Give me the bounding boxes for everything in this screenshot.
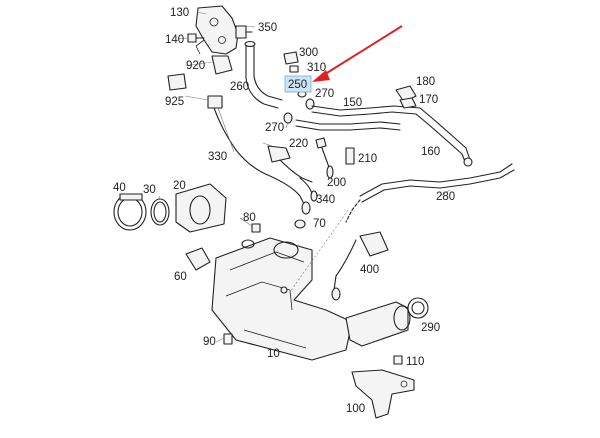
heat-shield-60: [185, 247, 211, 271]
sensor-340: [299, 177, 318, 202]
label-260: 260: [230, 81, 249, 93]
label-270-upper: 270: [315, 88, 334, 100]
highlight-box-250: [284, 75, 312, 93]
label-350: 350: [258, 22, 277, 34]
clamp-270-upper: [305, 98, 315, 110]
label-160: 160: [421, 146, 440, 158]
label-30: 30: [143, 184, 156, 196]
label-280: 280: [436, 191, 455, 203]
label-70: 70: [313, 218, 326, 230]
nut-310: [289, 65, 299, 73]
label-220: 220: [289, 138, 308, 150]
converter-10: [211, 237, 353, 361]
connector-350: [235, 25, 253, 39]
label-290: 290: [421, 322, 440, 334]
hose-260: [244, 40, 283, 109]
bracket-210: [345, 147, 355, 165]
pipe-280: [345, 163, 515, 223]
label-140: 140: [165, 34, 184, 46]
label-130: 130: [170, 7, 189, 19]
label-270-lower: 270: [265, 122, 284, 134]
label-170: 170: [419, 94, 438, 106]
sensor-200: [315, 137, 334, 179]
bolt-110: [393, 355, 403, 365]
label-340: 340: [316, 194, 335, 206]
label-210: 210: [358, 153, 377, 165]
muffler-290: [345, 297, 429, 347]
bracket-130: [195, 5, 239, 55]
bracket-400: [331, 231, 389, 301]
bolt-90: [223, 333, 233, 345]
gasket-30: [150, 198, 170, 226]
label-400: 400: [360, 264, 379, 276]
bracket-100: [351, 369, 415, 419]
label-150: 150: [343, 97, 362, 109]
sensor-220: [267, 145, 313, 183]
label-250: 250: [288, 79, 307, 91]
label-920: 920: [186, 60, 205, 72]
label-330: 330: [208, 151, 227, 163]
label-925: 925: [165, 96, 184, 108]
label-310: 310: [307, 62, 326, 74]
label-40: 40: [113, 182, 126, 194]
label-100: 100: [346, 403, 365, 415]
flange-20: [175, 183, 227, 233]
label-80: 80: [243, 212, 256, 224]
plug-330: [207, 95, 311, 215]
label-10: 10: [267, 348, 280, 360]
clamp-300: [283, 51, 299, 65]
clamp-270-lower: [283, 112, 293, 124]
label-110: 110: [406, 356, 424, 368]
label-200: 200: [327, 177, 346, 189]
label-180: 180: [416, 76, 435, 88]
label-90: 90: [203, 336, 216, 348]
part-labels: 130 350 140 920 260 925 300 310 250 270 …: [113, 7, 455, 415]
label-60: 60: [174, 271, 187, 283]
label-300: 300: [299, 47, 318, 59]
bracket-920: [211, 55, 233, 75]
bracket-180-170: [395, 85, 417, 109]
label-20: 20: [173, 180, 186, 192]
leader-lines: [157, 11, 451, 343]
clamp-40: [113, 193, 147, 231]
washer-70: [294, 219, 306, 229]
connector-925: [167, 73, 187, 91]
pipe-150-160: [295, 105, 473, 167]
bolt-80: [251, 223, 261, 233]
highlight-arrow: [312, 25, 403, 82]
